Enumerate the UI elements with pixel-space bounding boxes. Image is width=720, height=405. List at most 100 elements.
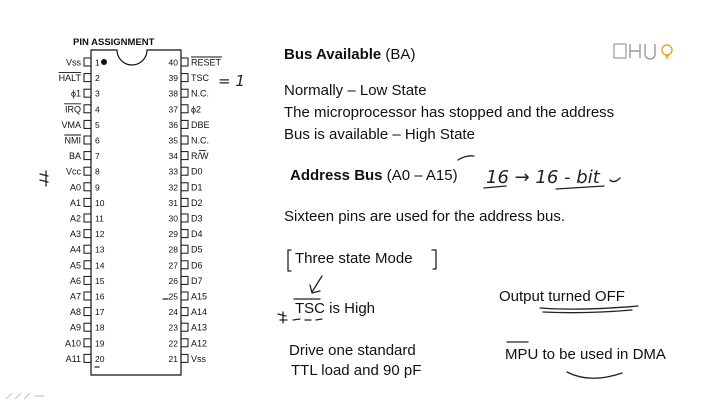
pin-label: A11 [66, 354, 81, 364]
pin-label: A8 [70, 307, 81, 317]
pin-number: 8 [95, 167, 100, 177]
tsc-side-mark [277, 311, 288, 324]
pin-label: D7 [191, 276, 203, 286]
pin-label: A7 [70, 292, 81, 302]
pin-label: R/W [191, 151, 209, 161]
diagram-title: PIN ASSIGNMENT [73, 37, 155, 48]
pin-number: 10 [95, 198, 105, 208]
pin-box [180, 229, 189, 239]
pin-label: NMI [65, 136, 82, 146]
mpu-dma-line: MPU to be used in DMA [505, 346, 666, 363]
pin-box [180, 151, 189, 161]
pin-number: 7 [95, 151, 100, 161]
pin-number: 26 [169, 276, 179, 286]
pin-number: 32 [169, 182, 179, 192]
pin-label: BA [69, 151, 81, 161]
pin-number: 5 [95, 120, 100, 130]
pin-box [180, 213, 189, 223]
pin-box [83, 88, 92, 98]
pin-number: 27 [169, 260, 179, 270]
dma-underline [566, 371, 623, 379]
tsc-underline [292, 318, 323, 321]
pin-number: 30 [169, 214, 179, 224]
pin-number: 9 [95, 182, 100, 192]
pin-box [83, 213, 92, 223]
pin-box [83, 338, 92, 348]
pin-label: D6 [191, 260, 203, 270]
bit-note: 16 → 16 - bit [486, 167, 601, 188]
pin-number: 35 [169, 136, 179, 146]
pin-label: A6 [70, 276, 81, 286]
pin-box [83, 244, 92, 254]
pin-box [180, 291, 189, 301]
pin-box [180, 135, 189, 145]
pen-tool-icon[interactable] [4, 390, 54, 402]
pin-box [83, 104, 92, 114]
pin-number: 38 [169, 89, 179, 99]
pin-box [83, 291, 92, 301]
bracket-left [287, 249, 292, 272]
pin-number: 22 [169, 338, 179, 348]
pin-label: A12 [191, 338, 207, 348]
pin-box [83, 135, 92, 145]
pin-number: 25 [169, 292, 179, 302]
pin-box [180, 322, 189, 332]
pin-box [180, 104, 189, 114]
pin-box [83, 197, 92, 207]
drive-line-1: Drive one standard [289, 342, 416, 359]
pin-number: 15 [95, 276, 105, 286]
pin-label: DBE [191, 120, 210, 130]
pin-number: 24 [169, 307, 179, 317]
chip-body [90, 49, 182, 376]
address-bus-range: (A0 – A15) [382, 167, 458, 184]
pin-box [180, 353, 189, 363]
pin-box [83, 322, 92, 332]
pin-number: 39 [169, 73, 179, 83]
pin-number: 31 [169, 198, 179, 208]
pin-number: 18 [95, 323, 105, 333]
pin-label: A9 [70, 323, 81, 333]
address-bus-title: Address Bus [290, 167, 383, 184]
pin-label: TSC [191, 73, 210, 83]
pin-box [83, 182, 92, 192]
bracket-right [431, 249, 437, 270]
pin-label: VMA [61, 120, 81, 130]
pin-box [180, 244, 189, 254]
pin-label: D4 [191, 229, 203, 239]
normally-low-line: Normally – Low State [284, 82, 427, 99]
sixteen-pins-line: Sixteen pins are used for the address bu… [284, 208, 566, 225]
pin-box [180, 73, 189, 83]
pin-number: 12 [95, 229, 105, 239]
drive-line-2: TTL load and 90 pF [291, 362, 422, 379]
pin-number: 16 [95, 292, 105, 302]
pin-box [180, 88, 189, 98]
pin-label: A15 [191, 292, 207, 302]
pin-box [180, 119, 189, 129]
pin-label: RESET [191, 58, 222, 68]
bus-available-title: Bus Available [284, 46, 382, 63]
pin-label: Vss [191, 354, 207, 364]
pin-label: A3 [70, 229, 81, 239]
pin-number: 1 [95, 58, 100, 68]
pin-number: 3 [95, 89, 100, 99]
pin-box [180, 166, 189, 176]
pin-box [180, 182, 189, 192]
pin1-dot [101, 59, 107, 65]
pin-number: 14 [95, 260, 105, 270]
pin-label: D1 [191, 182, 203, 192]
output-off-underline [539, 305, 639, 314]
pin-number: 28 [169, 245, 179, 255]
pin-label: A2 [70, 214, 81, 224]
pin-box [83, 307, 92, 317]
pin-label: A14 [191, 307, 207, 317]
pin-label: A1 [70, 198, 81, 208]
pin-number: 40 [169, 58, 179, 68]
pin-label: N.C. [191, 136, 209, 146]
pin-box [83, 57, 92, 67]
pin-number: 29 [169, 229, 179, 239]
pin-label: A10 [65, 338, 81, 348]
tsc-arrow [309, 275, 323, 294]
pin-label: D2 [191, 198, 203, 208]
pin-label: HALT [59, 73, 82, 83]
